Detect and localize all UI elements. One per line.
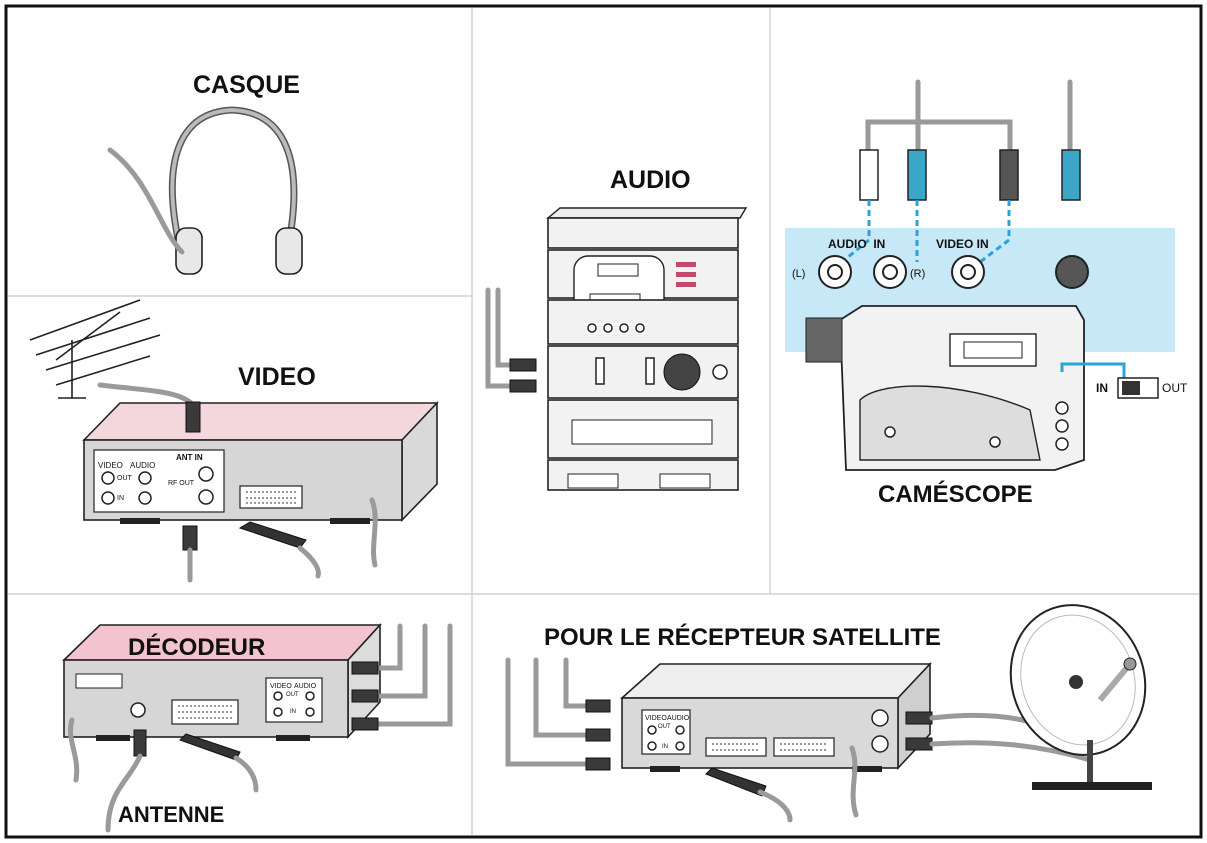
panel-video: VIDEO VIDEO AUDIO OUT IN ANT IN RF OUT bbox=[29, 299, 439, 583]
headphones-icon bbox=[107, 106, 303, 275]
panel-audio: AUDIO bbox=[485, 166, 748, 491]
satellite-receiver-device: VIDEO AUDIO OUT IN bbox=[619, 661, 932, 772]
video-rf-out-label: RF OUT bbox=[168, 480, 195, 487]
casque-title: CASQUE bbox=[193, 71, 300, 99]
camescope-title: CAMÉSCOPE bbox=[878, 480, 1033, 508]
satellite-jack-audio-label: AUDIO bbox=[667, 715, 690, 722]
hifi-stack bbox=[546, 207, 748, 491]
camescope-video-in-label: VIDEO IN bbox=[936, 237, 989, 251]
satellite-title: POUR LE RÉCEPTEUR SATELLITE bbox=[544, 623, 941, 651]
panel-camescope: AUDIO IN VIDEO IN (L) (R) IN OUT CAMÉSCO… bbox=[785, 79, 1188, 508]
satellite-jack-out-label: OUT bbox=[658, 724, 671, 730]
panel-decodeur: VIDEO AUDIO OUT IN DÉCODEUR ANTENNE bbox=[62, 622, 453, 833]
camcorder-icon bbox=[805, 305, 1085, 471]
video-title: VIDEO bbox=[238, 363, 316, 391]
video-jack-out-label: OUT bbox=[117, 475, 133, 482]
satellite-dish-icon bbox=[1009, 604, 1152, 790]
audio-title: AUDIO bbox=[610, 166, 691, 194]
camescope-left-label: (L) bbox=[792, 268, 805, 280]
panel-satellite: POUR LE RÉCEPTEUR SATELLITE VIDEO AUDIO … bbox=[505, 604, 1152, 823]
decodeur-jack-video-label: VIDEO bbox=[270, 683, 292, 690]
decodeur-jack-out-label: OUT bbox=[286, 692, 299, 698]
video-jack-in-label: IN bbox=[117, 495, 124, 502]
satellite-jack-video-label: VIDEO bbox=[645, 715, 667, 722]
video-jack-video-label: VIDEO bbox=[98, 461, 123, 470]
camescope-audio-in-label: AUDIO IN bbox=[828, 237, 885, 251]
video-ant-in-label: ANT IN bbox=[176, 453, 203, 462]
decoder-device: VIDEO AUDIO OUT IN bbox=[62, 622, 382, 741]
antenna-icon bbox=[29, 299, 196, 408]
decodeur-antenne-label: ANTENNE bbox=[118, 802, 224, 827]
vcr-device: VIDEO AUDIO OUT IN ANT IN RF OUT bbox=[82, 400, 439, 524]
camescope-switch-out-label: OUT bbox=[1162, 381, 1188, 395]
decodeur-title: DÉCODEUR bbox=[128, 633, 265, 661]
satellite-jack-in-label: IN bbox=[662, 744, 668, 750]
camescope-right-label: (R) bbox=[910, 268, 925, 280]
decodeur-jack-in-label: IN bbox=[290, 709, 296, 715]
camescope-switch-in-label: IN bbox=[1096, 381, 1108, 395]
video-jack-audio-label: AUDIO bbox=[130, 461, 155, 470]
panel-casque: CASQUE bbox=[107, 71, 303, 275]
decodeur-jack-audio-label: AUDIO bbox=[294, 683, 317, 690]
